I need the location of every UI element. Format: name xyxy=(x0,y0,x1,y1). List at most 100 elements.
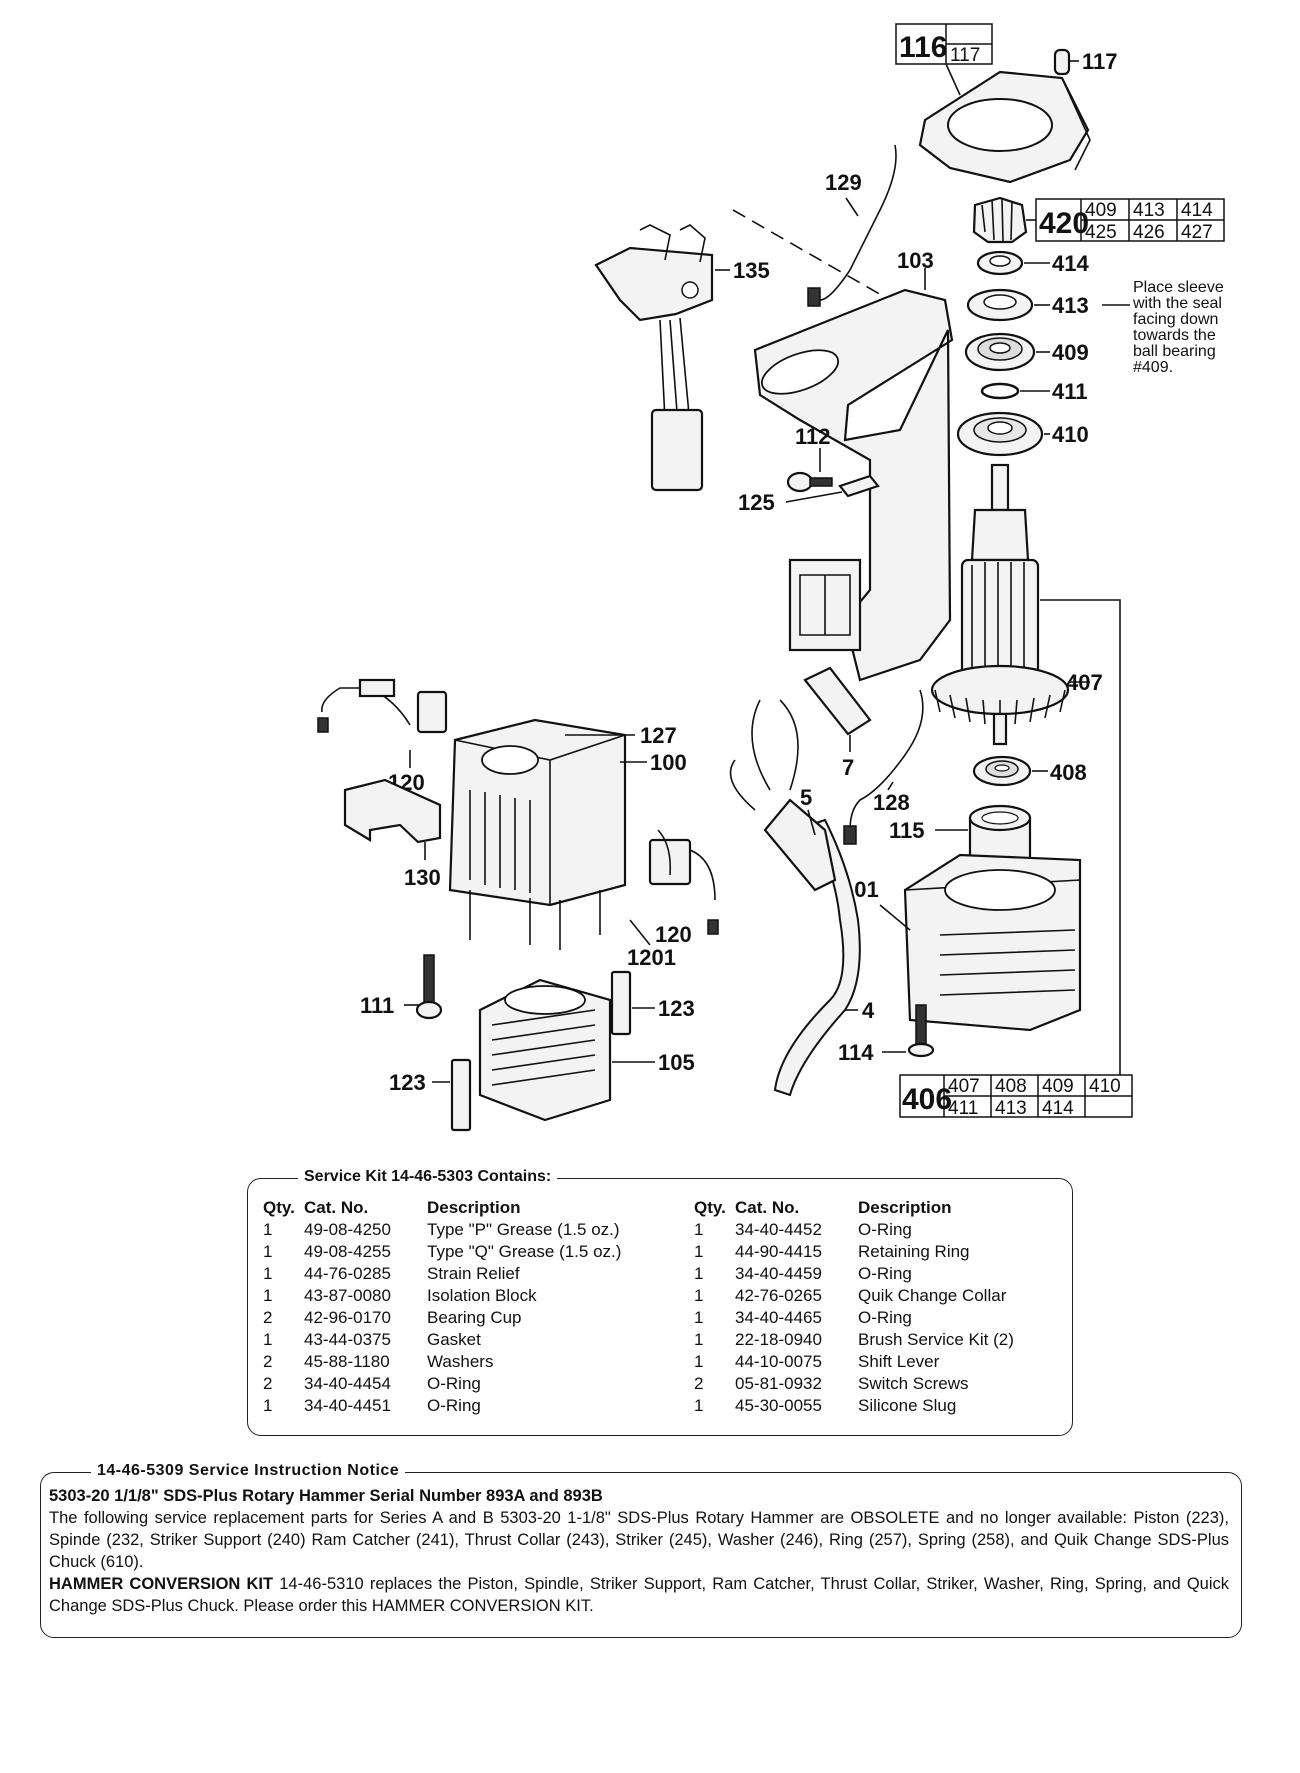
part-123-clip-left xyxy=(450,1058,472,1132)
label-123-left: 123 xyxy=(389,1070,426,1095)
part-407-armature xyxy=(930,463,1070,746)
part-116-end-cap xyxy=(918,70,1091,184)
label-420: 420 xyxy=(1039,207,1089,240)
part-100-gear-frame xyxy=(448,718,627,950)
svg-text:towards the: towards the xyxy=(1133,327,1216,344)
svg-text:413: 413 xyxy=(995,1098,1027,1119)
part-5-strain-relief xyxy=(729,699,837,892)
service-kit-header-row: Qty. Cat. No. Description xyxy=(694,1198,952,1217)
svg-text:#409.: #409. xyxy=(1133,359,1173,376)
part-103-handle xyxy=(753,288,954,682)
svg-text:409: 409 xyxy=(1042,1076,1074,1097)
service-kit-title: Service Kit 14-46-5303 Contains: xyxy=(298,1168,558,1186)
notice-body: 5303-20 1/1/8" SDS-Plus Rotary Hammer Se… xyxy=(49,1485,1229,1617)
label-406: 406 xyxy=(902,1083,952,1116)
notice-paragraph-obsolete: The following service replacement parts … xyxy=(49,1509,1229,1571)
label-117-box: 117 xyxy=(950,45,980,66)
label-411: 411 xyxy=(1052,379,1088,404)
label-420-sub-426: 426 xyxy=(1133,222,1165,243)
notice-heading: 5303-20 1/1/8" SDS-Plus Rotary Hammer Se… xyxy=(49,1487,603,1505)
label-116: 116 xyxy=(899,31,947,64)
label-410: 410 xyxy=(1052,422,1089,447)
svg-text:with the seal: with the seal xyxy=(1132,295,1222,312)
part-135-switch xyxy=(594,224,714,492)
label-1201: 1201 xyxy=(627,945,676,970)
callout-box-116: 116 117 xyxy=(895,23,993,66)
label-123-right: 123 xyxy=(658,996,695,1021)
label-112: 112 xyxy=(795,424,831,449)
label-129: 129 xyxy=(825,170,862,195)
part-114-screw xyxy=(907,1004,935,1058)
part-115-bearing-cup xyxy=(968,804,1032,862)
label-414: 414 xyxy=(1052,251,1089,276)
label-409: 409 xyxy=(1052,340,1089,365)
label-115: 115 xyxy=(889,818,925,843)
part-125-strain-relief xyxy=(838,474,880,498)
svg-text:facing down: facing down xyxy=(1133,311,1218,328)
note-413-instructions: Place sleeve with the seal facing down t… xyxy=(1132,279,1224,376)
label-407: 407 xyxy=(1066,670,1103,695)
label-128: 128 xyxy=(873,790,910,815)
part-408-bearing xyxy=(972,755,1032,787)
label-420-sub-427: 427 xyxy=(1181,222,1213,243)
part-120-brush-holder-bottom xyxy=(648,829,719,935)
part-4-power-cord xyxy=(773,818,861,1097)
label-105: 105 xyxy=(658,1050,695,1075)
callout-box-420: 420 409 413 414 425 426 427 xyxy=(1035,198,1225,243)
part-117-pin xyxy=(1053,48,1071,76)
svg-text:410: 410 xyxy=(1089,1076,1121,1097)
part-112-screw xyxy=(786,471,833,493)
part-105-field-coil xyxy=(478,978,612,1122)
part-413-sleeve xyxy=(966,288,1034,322)
part-420-bevel-gear xyxy=(972,196,1028,244)
label-420-sub-425: 425 xyxy=(1085,222,1117,243)
exploded-parts-diagram: 117 116 117 420 409 413 414 425 426 427 … xyxy=(317,23,1225,1132)
svg-text:411: 411 xyxy=(948,1098,978,1119)
label-7: 7 xyxy=(842,755,854,780)
notice-title: 14-46-5309 Service Instruction Notice xyxy=(91,1462,406,1480)
label-120-bottom: 120 xyxy=(655,922,692,947)
service-instruction-notice: 14-46-5309 Service Instruction Notice 53… xyxy=(40,1462,1242,1638)
label-114: 114 xyxy=(838,1040,874,1065)
label-117: 117 xyxy=(1082,49,1118,74)
svg-text:ball bearing: ball bearing xyxy=(1133,343,1216,360)
label-130: 130 xyxy=(404,865,441,890)
part-101-motor-housing xyxy=(903,853,1082,1032)
svg-text:408: 408 xyxy=(995,1076,1027,1097)
label-4: 4 xyxy=(862,998,875,1023)
label-100: 100 xyxy=(650,750,687,775)
label-420-sub-409: 409 xyxy=(1085,200,1117,221)
part-414-bushing xyxy=(976,250,1024,276)
label-111: 111 xyxy=(360,993,394,1018)
label-125: 125 xyxy=(738,490,775,515)
label-103: 103 xyxy=(897,248,934,273)
label-5: 5 xyxy=(800,785,812,810)
service-kit-header-row: Qty. Cat. No. Description xyxy=(263,1198,521,1217)
notice-paragraph-conversion-kit: HAMMER CONVERSION KIT 14-46-5310 replace… xyxy=(49,1575,1230,1615)
part-111-screw xyxy=(415,954,443,1020)
callout-box-406: 406 407 408 409 410 411 413 414 xyxy=(899,1074,1133,1119)
label-127: 127 xyxy=(640,723,677,748)
svg-text:407: 407 xyxy=(948,1076,980,1097)
part-130-bracket xyxy=(343,778,442,844)
part-411-retaining-ring xyxy=(980,382,1020,400)
